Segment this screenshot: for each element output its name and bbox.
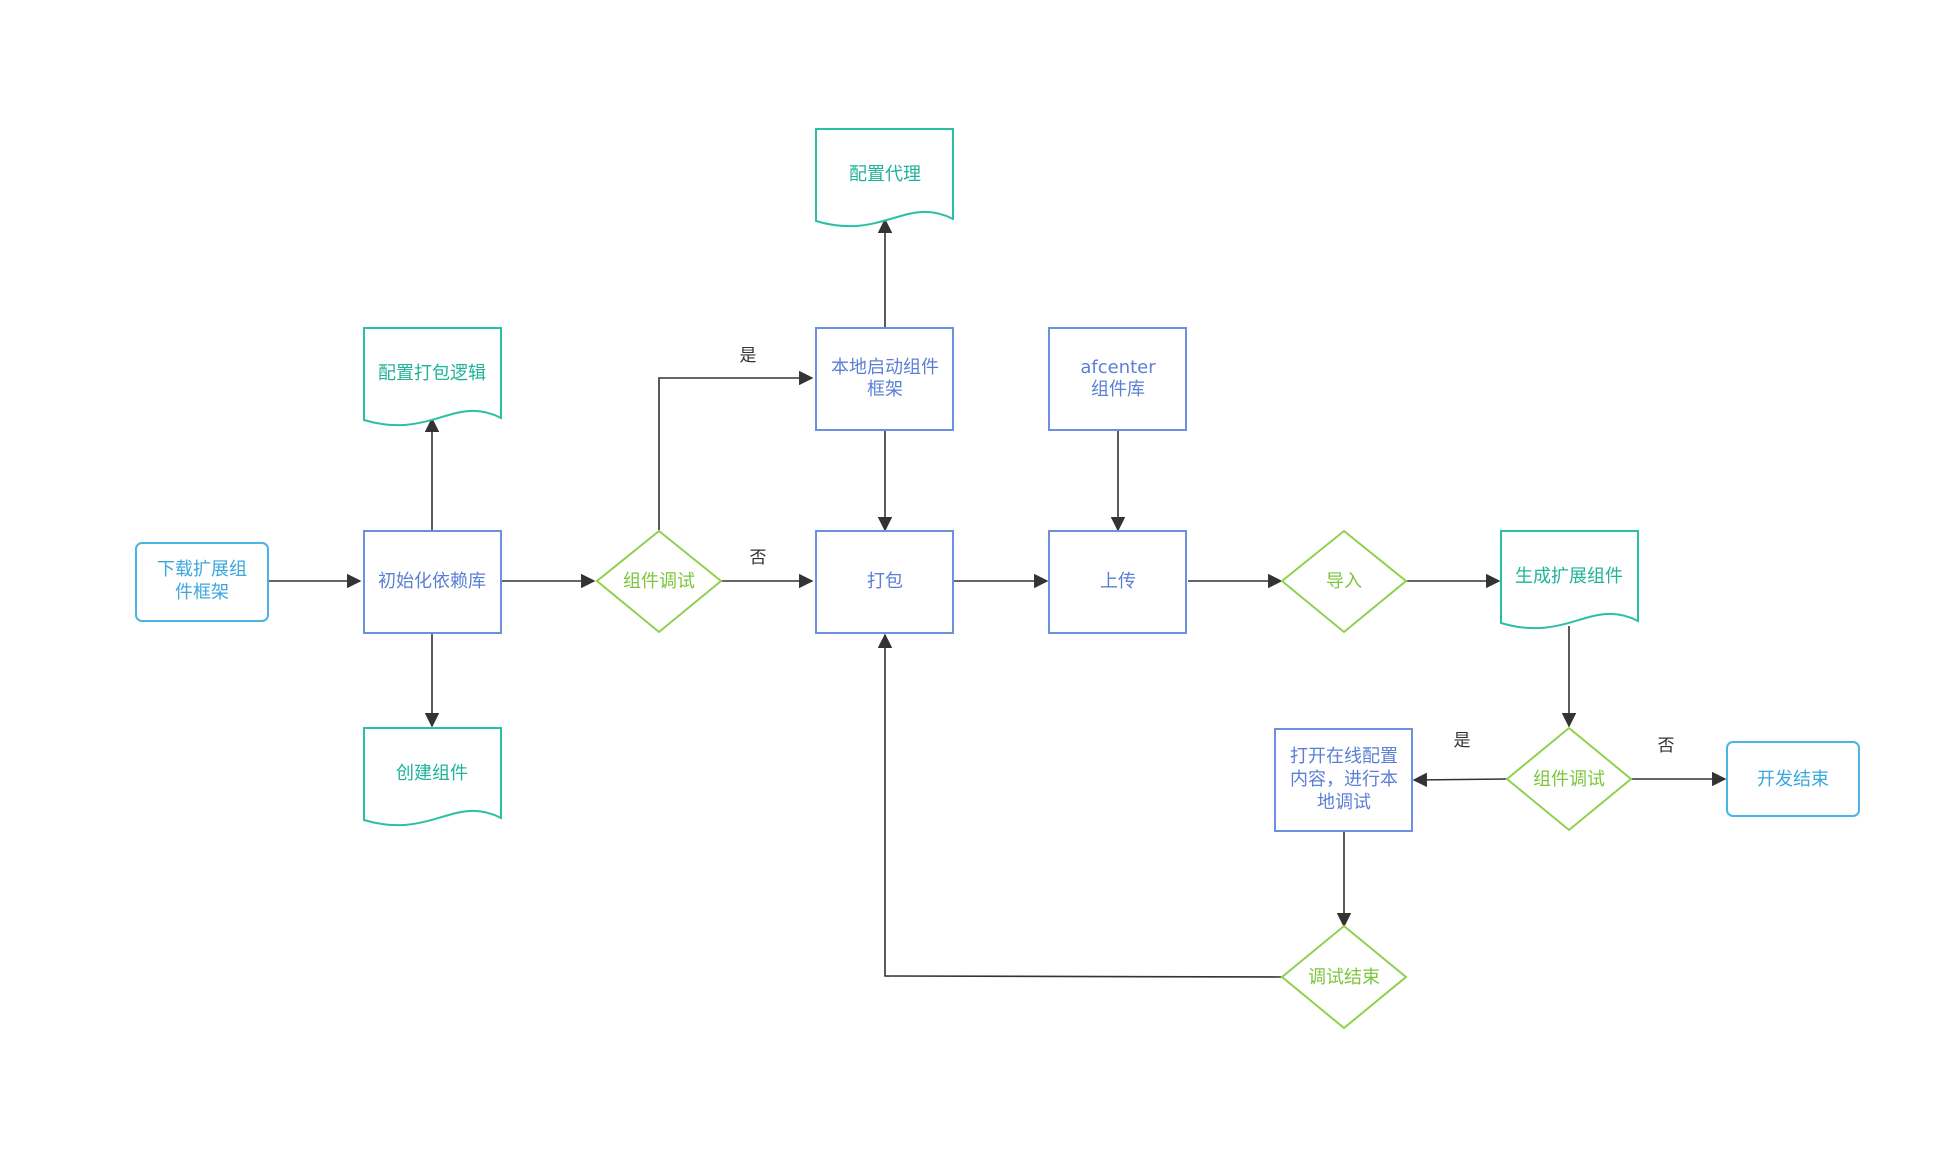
node-local-start-label-1: 本地启动组件 [831,357,939,378]
node-generate-extension[interactable]: 生成扩展组件 [1500,530,1639,630]
edge-debug-end-to-pack [877,633,1283,978]
node-debug-decision-1[interactable]: 组件调试 [595,529,723,634]
node-afcenter[interactable]: afcenter 组件库 [1048,327,1187,431]
edge-debug1-to-local-start [658,370,814,530]
node-dev-end[interactable]: 开发结束 [1726,741,1860,817]
node-config-pack-logic[interactable]: 配置打包逻辑 [363,327,502,427]
node-download-framework[interactable]: 下载扩展组件框架 [135,542,269,622]
node-config-pack-label: 配置打包逻辑 [378,363,486,384]
node-generate-extension-label: 生成扩展组件 [1515,566,1623,587]
edges [268,218,1727,978]
node-debug-decision-2-label: 组件调试 [1533,769,1605,790]
node-open-online-label-2: 内容，进行本 [1290,769,1398,790]
node-download-framework-label-1: 下载扩展组件框架 [157,559,247,603]
node-dev-end-label: 开发结束 [1757,769,1829,790]
node-afcenter-label-1: afcenter [1080,357,1156,378]
node-create-component-label: 创建组件 [396,763,468,784]
node-debug-end-label: 调试结束 [1308,967,1380,988]
node-open-online-label-3: 地调试 [1317,792,1371,813]
node-open-online-config[interactable]: 打开在线配置 内容，进行本 地调试 [1274,728,1413,832]
edge-label-no-2: 否 [1658,736,1675,756]
node-open-online-label-1: 打开在线配置 [1290,746,1398,767]
node-upload[interactable]: 上传 [1048,530,1187,634]
edge-label-no-1: 否 [750,548,767,568]
node-debug-decision-2[interactable]: 组件调试 [1505,726,1633,832]
edge-label-yes-2: 是 [1454,731,1471,751]
edge-debug2-to-open-online [1412,772,1508,788]
node-import-decision-label: 导入 [1326,571,1362,592]
node-import-decision[interactable]: 导入 [1280,529,1408,634]
node-init-deps[interactable]: 初始化依赖库 [363,530,502,634]
edge-label-yes-1: 是 [740,346,757,366]
node-debug-decision-1-label: 组件调试 [623,571,695,592]
node-config-proxy[interactable]: 配置代理 [815,128,954,228]
node-pack-label: 打包 [867,571,903,592]
node-init-deps-label: 初始化依赖库 [378,571,486,592]
node-afcenter-label-2: 组件库 [1091,379,1145,400]
node-local-start-label-2: 框架 [867,379,903,400]
node-local-start[interactable]: 本地启动组件 框架 [815,327,954,431]
node-create-component[interactable]: 创建组件 [363,727,502,827]
node-pack[interactable]: 打包 [815,530,954,634]
node-upload-label: 上传 [1100,571,1136,592]
node-debug-end-decision[interactable]: 调试结束 [1280,924,1408,1030]
node-config-proxy-label: 配置代理 [849,164,921,185]
